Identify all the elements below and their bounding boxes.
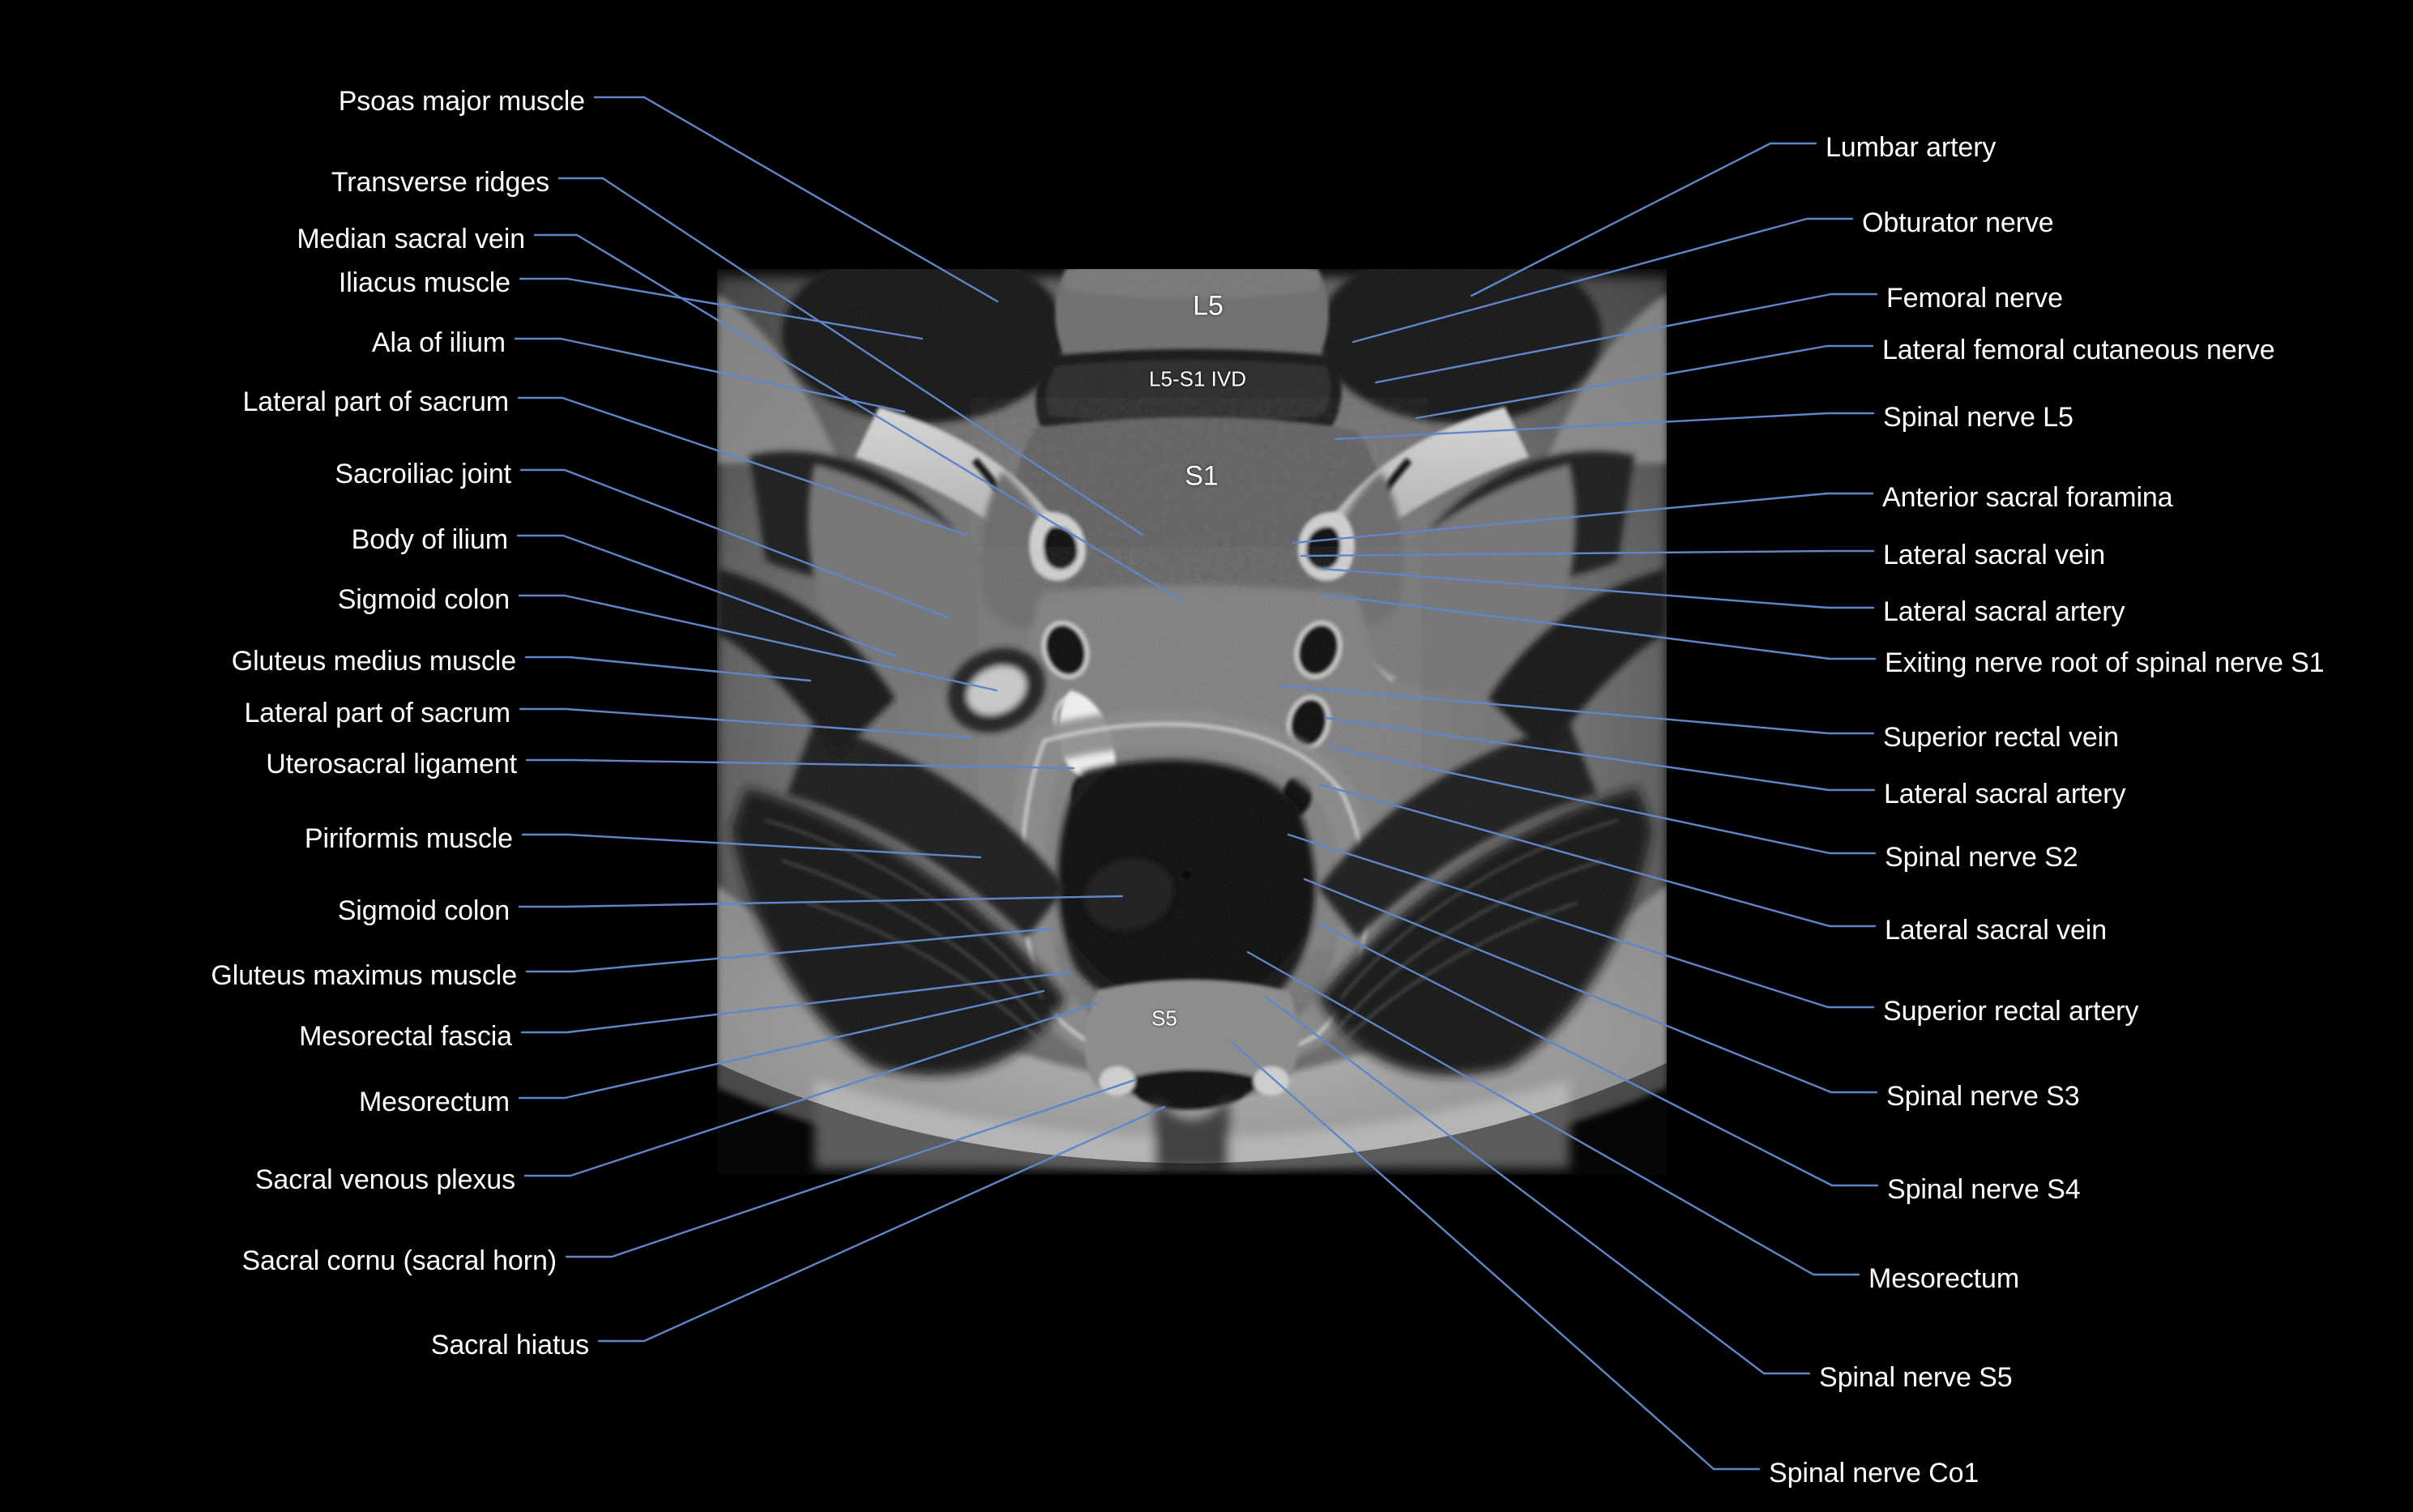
label-lateral-part-of-sacrum-1: Lateral part of sacrum [242, 387, 509, 417]
label-lateral-sacral-artery-2: Lateral sacral artery [1884, 779, 2126, 809]
label-sacroiliac-joint: Sacroiliac joint [335, 459, 511, 489]
label-sigmoid-colon-1: Sigmoid colon [337, 584, 510, 615]
scan-label-l5: L5 [1193, 290, 1224, 322]
label-mesorectal-fascia: Mesorectal fascia [299, 1021, 512, 1052]
label-lateral-sacral-artery-1: Lateral sacral artery [1883, 596, 2125, 627]
label-exiting-nerve-root-s1: Exiting nerve root of spinal nerve S1 [1885, 647, 2325, 678]
label-spinal-nerve-s5: Spinal nerve S5 [1819, 1362, 2013, 1393]
label-mesorectum-right: Mesorectum [1868, 1263, 2020, 1294]
label-psoas-major-muscle: Psoas major muscle [338, 86, 585, 117]
label-superior-rectal-artery: Superior rectal artery [1883, 996, 2139, 1027]
label-spinal-nerve-s3: Spinal nerve S3 [1886, 1081, 2080, 1112]
label-mesorectum-left: Mesorectum [358, 1087, 510, 1117]
label-lateral-sacral-vein-2: Lateral sacral vein [1885, 915, 2108, 946]
label-gluteus-medius-muscle: Gluteus medius muscle [231, 646, 516, 677]
label-sacral-venous-plexus: Sacral venous plexus [254, 1164, 515, 1195]
label-ala-of-ilium: Ala of ilium [371, 327, 506, 358]
label-lateral-sacral-vein-1: Lateral sacral vein [1883, 540, 2106, 570]
label-lateral-part-of-sacrum-2: Lateral part of sacrum [244, 698, 510, 728]
label-femoral-nerve: Femoral nerve [1886, 283, 2063, 314]
label-lumbar-artery: Lumbar artery [1826, 132, 1997, 163]
label-body-of-ilium: Body of ilium [351, 524, 508, 555]
label-spinal-nerve-s4: Spinal nerve S4 [1887, 1174, 2081, 1205]
label-transverse-ridges: Transverse ridges [331, 167, 549, 198]
scan-label-l5s1ivd: L5-S1 IVD [1149, 366, 1246, 391]
label-spinal-nerve-l5: Spinal nerve L5 [1883, 402, 2073, 433]
label-median-sacral-vein: Median sacral vein [297, 224, 525, 254]
label-superior-rectal-vein: Superior rectal vein [1883, 722, 2119, 753]
label-obturator-nerve: Obturator nerve [1862, 207, 2054, 238]
label-spinal-nerve-co1: Spinal nerve Co1 [1769, 1458, 1980, 1489]
label-gluteus-maximus-muscle: Gluteus maximus muscle [211, 960, 517, 991]
scan-label-s5: S5 [1151, 1006, 1177, 1031]
scan-label-s1: S1 [1185, 460, 1219, 492]
label-iliacus-muscle: Iliacus muscle [338, 267, 510, 298]
label-anterior-sacral-foramina: Anterior sacral foramina [1882, 482, 2173, 513]
label-sacral-cornu: Sacral cornu (sacral horn) [241, 1245, 557, 1276]
label-spinal-nerve-s2: Spinal nerve S2 [1885, 842, 2078, 873]
label-lateral-femoral-cutaneous-nerve: Lateral femoral cutaneous nerve [1882, 335, 2275, 365]
label-piriformis-muscle: Piriformis muscle [304, 823, 513, 854]
mri-scan-canvas [717, 269, 1667, 1175]
label-sacral-hiatus: Sacral hiatus [430, 1330, 589, 1360]
label-sigmoid-colon-2: Sigmoid colon [337, 895, 510, 926]
label-uterosacral-ligament: Uterosacral ligament [266, 749, 517, 779]
